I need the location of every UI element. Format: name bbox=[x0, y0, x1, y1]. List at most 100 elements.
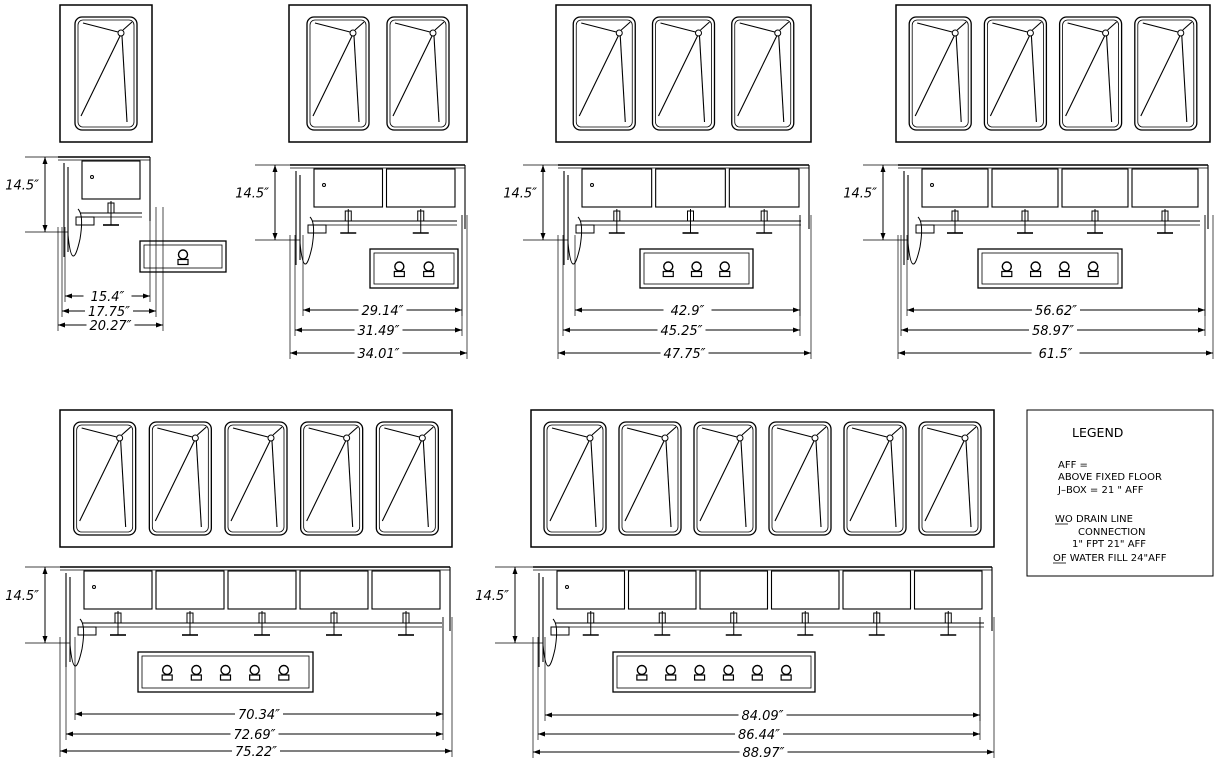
control-panel bbox=[137, 651, 314, 693]
well-pan bbox=[651, 16, 716, 131]
dimension-label: 15.4″ bbox=[91, 290, 125, 305]
height-dimension: 14.5″ bbox=[235, 187, 269, 202]
well-body bbox=[155, 570, 225, 610]
control-knob bbox=[394, 261, 405, 272]
control-knob bbox=[691, 261, 702, 272]
well-body bbox=[913, 570, 983, 610]
well-pan bbox=[768, 421, 832, 536]
control-panel bbox=[369, 248, 459, 289]
control-knob bbox=[191, 664, 202, 676]
control-knob bbox=[249, 664, 260, 676]
well-body bbox=[1131, 168, 1199, 208]
legend-line: 1" FPT 21" AFF bbox=[1072, 539, 1146, 550]
well-pan bbox=[1134, 16, 1198, 131]
control-panel bbox=[639, 248, 754, 289]
height-dimension: 14.5″ bbox=[5, 589, 39, 604]
well-body bbox=[770, 570, 840, 610]
dimension-label: 47.75″ bbox=[663, 347, 705, 362]
legend-title: LEGEND bbox=[1072, 425, 1123, 440]
well-body bbox=[556, 570, 626, 610]
height-dimension: 14.5″ bbox=[503, 187, 537, 202]
top-view bbox=[59, 4, 153, 143]
well-pan bbox=[224, 421, 288, 536]
unit-4-well: 14.5″56.62″58.97″61.5″ bbox=[843, 4, 1214, 362]
section-view bbox=[60, 566, 451, 693]
well-body bbox=[83, 570, 153, 610]
legend-line: AFF = bbox=[1058, 460, 1088, 471]
well-pan bbox=[543, 421, 607, 536]
well-pan bbox=[693, 421, 757, 536]
legend-line: OF WATER FILL 24"AFF bbox=[1053, 553, 1167, 564]
control-knob bbox=[1059, 261, 1070, 272]
unit-2-well: 14.5″ 29.14″ 31.49″ 34.01″ bbox=[235, 4, 468, 362]
well-pan bbox=[918, 421, 982, 536]
control-knob bbox=[423, 261, 434, 272]
control-knob bbox=[1001, 261, 1012, 272]
top-view bbox=[530, 409, 995, 548]
section-view bbox=[533, 566, 993, 693]
j-box bbox=[307, 224, 327, 234]
well-body bbox=[991, 168, 1059, 208]
control-panel bbox=[612, 651, 816, 693]
well-pan bbox=[74, 16, 138, 131]
control-knob bbox=[1030, 261, 1041, 272]
dimension-label: 88.97″ bbox=[742, 746, 784, 760]
control-knob bbox=[723, 664, 734, 676]
j-box bbox=[77, 626, 97, 636]
legend-line: WO DRAIN LINE bbox=[1055, 514, 1133, 525]
dimension-label: 45.25″ bbox=[660, 324, 702, 339]
dimension-label: 56.62″ bbox=[1035, 304, 1077, 319]
height-dimension: 14.5″ bbox=[843, 187, 877, 202]
j-box bbox=[915, 224, 935, 234]
well-pan bbox=[843, 421, 907, 536]
well-body bbox=[728, 168, 800, 208]
top-view bbox=[555, 4, 812, 143]
well-pan bbox=[572, 16, 636, 131]
section-view bbox=[58, 156, 227, 273]
well-pan bbox=[300, 421, 364, 536]
well-body bbox=[581, 168, 653, 208]
well-body bbox=[1061, 168, 1129, 208]
j-box bbox=[550, 626, 570, 636]
control-knob bbox=[694, 664, 705, 676]
well-pan bbox=[306, 16, 370, 131]
dimension-label: 84.09″ bbox=[741, 709, 783, 724]
well-pan bbox=[731, 16, 795, 131]
dimension-label: 29.14″ bbox=[361, 304, 403, 319]
top-view bbox=[59, 409, 453, 548]
dimension-label: 86.44″ bbox=[738, 728, 780, 743]
control-knob bbox=[161, 664, 173, 676]
control-knob bbox=[1087, 261, 1099, 272]
legend: LEGEND AFF = ABOVE FIXED FLOOR J–BOX = 2… bbox=[1026, 409, 1214, 577]
well-body bbox=[227, 570, 297, 610]
dimension-label: 42.9″ bbox=[671, 304, 705, 319]
dimension-label: 75.22″ bbox=[235, 745, 277, 760]
unit-3-well: 14.5″ 42.9″ 45.25″ 47.75″ bbox=[503, 4, 812, 362]
well-pan bbox=[375, 421, 439, 536]
j-box bbox=[75, 216, 95, 226]
height-dimension: 14.5″ bbox=[475, 589, 509, 604]
well-pan bbox=[618, 421, 682, 536]
section-view bbox=[898, 164, 1209, 289]
well-body bbox=[371, 570, 441, 610]
unit-5-well: 14.5″70.34″72.69″75.22″ bbox=[5, 409, 453, 760]
dimension-label: 34.01″ bbox=[357, 347, 399, 362]
top-view bbox=[288, 4, 468, 143]
control-panel bbox=[977, 248, 1123, 289]
dimension-label: 72.69″ bbox=[233, 728, 275, 743]
dimension-label: 20.27″ bbox=[89, 319, 131, 334]
control-knob bbox=[752, 664, 763, 676]
well-body bbox=[842, 570, 912, 610]
j-box bbox=[575, 224, 595, 234]
control-knob bbox=[220, 664, 231, 676]
legend-line: ABOVE FIXED FLOOR bbox=[1058, 472, 1162, 483]
well-body bbox=[921, 168, 989, 208]
dimension-label: 31.49″ bbox=[357, 324, 399, 339]
well-body bbox=[699, 570, 769, 610]
well-pan bbox=[908, 16, 972, 131]
well-pan bbox=[386, 16, 450, 131]
legend-line: J–BOX = 21 " AFF bbox=[1057, 485, 1144, 496]
well-body bbox=[655, 168, 726, 208]
well-body bbox=[299, 570, 369, 610]
well-body bbox=[313, 168, 384, 208]
